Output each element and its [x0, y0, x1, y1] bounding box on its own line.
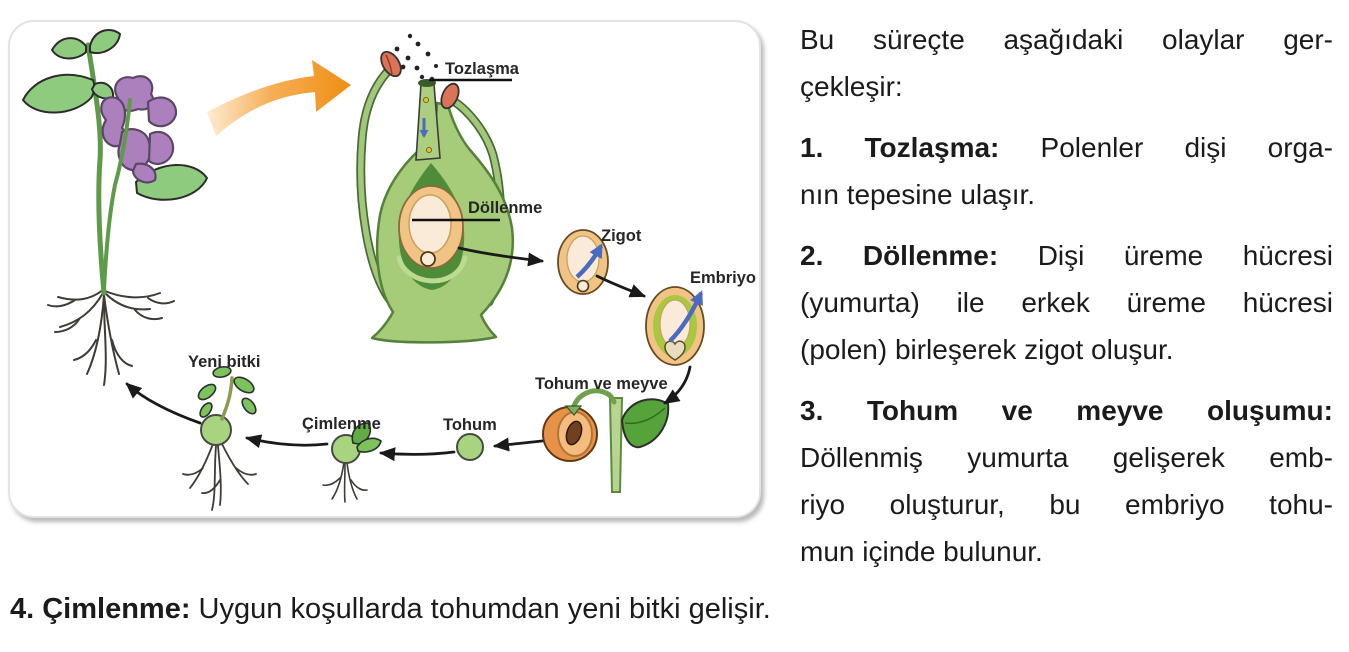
text-line: 3. Tohum ve meyve oluşumu:	[800, 395, 1333, 426]
paragraph: Bu süreçte aşağıdaki olaylar ger-çekleşi…	[800, 16, 1333, 110]
young-plant-roots	[182, 443, 257, 511]
cycle-arrows	[125, 246, 692, 462]
zygote-illustration	[557, 229, 609, 295]
cycle-arrow-zygote-to-embryo	[595, 274, 646, 298]
cycle-arrow-young-plant-to-plant	[125, 382, 202, 425]
text-line: riyo oluşturur, bu embriyo tohu-	[800, 489, 1333, 520]
embryo-illustration	[645, 286, 705, 366]
ovule-channel	[396, 255, 468, 284]
plant-flower-cluster	[100, 75, 178, 184]
text-line: 2. Döllenme: Dişi üreme hücresi	[800, 240, 1333, 271]
embryo-heart	[664, 340, 686, 361]
fruit-branch-stem	[608, 397, 624, 493]
young-plant-stem	[220, 376, 234, 421]
zoom-arrow-icon	[207, 60, 351, 136]
footer-text: Uygun koşullarda tohumdan yeni bitki gel…	[190, 593, 771, 625]
paragraph: 2. Döllenme: Dişi üreme hücresi (yumurta)…	[800, 232, 1333, 373]
text-line: Döllenmiş yumurta gelişerek emb-	[800, 442, 1333, 473]
fruit-stalk	[570, 388, 617, 412]
text-line: (polen) birleşerek zigot oluşur.	[800, 334, 1174, 365]
label-tozlasma: Tozlaşma	[445, 60, 520, 78]
ovule-nucleus	[420, 251, 436, 267]
plant-life-cycle-svg: Tozlaşma Döllenme Zigot Embriyo Tohum ve…	[22, 29, 756, 511]
label-dollenme: Döllenme	[468, 199, 542, 217]
text-line: mun içinde bulunur.	[800, 536, 1043, 567]
fruit-illustration	[542, 388, 670, 493]
footer-bold-lead: 4. Çimlenme:	[10, 593, 191, 625]
label-cimlenme: Çimlenme	[302, 415, 381, 433]
young-plant-illustration	[182, 365, 257, 511]
embryo-growth-arrow-icon	[668, 290, 704, 343]
footer-germination-sentence: 4. Çimlenme: Uygun koşullarda tohumdan y…	[10, 592, 1340, 626]
paragraph: 1. Tozlaşma: Polenler dişi orga-nın tepe…	[800, 124, 1333, 218]
mature-plant-illustration	[22, 29, 208, 386]
germination-illustration	[322, 422, 382, 503]
anther-groove	[385, 54, 393, 75]
fruit-leaf-vein	[624, 407, 666, 425]
label-tohum-ve-meyve: Tohum ve meyve	[535, 375, 668, 393]
cycle-arrow-germination-to-young-plant	[245, 434, 329, 449]
text-line: Bu süreçte aşağıdaki olaylar ger-	[800, 24, 1333, 55]
text-panel: Bu süreçte aşağıdaki olaylar ger-çekleşi…	[800, 16, 1333, 589]
zygote-growth-arrow-icon	[575, 243, 603, 279]
flower-cross-section-illustration	[356, 33, 515, 344]
germination-leaf-2	[356, 437, 382, 453]
germination-roots	[322, 461, 368, 503]
fruit-cap	[564, 405, 583, 416]
cycle-arrow-flower-to-zygote	[457, 246, 544, 267]
pollen-dots	[394, 33, 438, 82]
text-line: çekleşir:	[800, 71, 903, 102]
fruit-branch-leaf	[620, 398, 670, 449]
label-embriyo: Embriyo	[690, 269, 756, 287]
pollen-grain-in-style-2	[425, 146, 432, 153]
plant-leaves	[22, 29, 208, 201]
text-line: nın tepesine ulaşır.	[800, 179, 1036, 210]
anthers	[380, 50, 460, 110]
cycle-arrow-embryo-to-fruit	[663, 365, 692, 405]
cycle-arrow-seed-to-germination	[379, 447, 456, 462]
fruit-pit	[565, 420, 583, 446]
label-zigot: Zigot	[601, 227, 642, 245]
text-line: (yumurta) ile erkek üreme hücresi	[800, 287, 1333, 318]
paragraph: 3. Tohum ve meyve oluşumu: Döllenmiş yumu…	[800, 387, 1333, 575]
plant-life-cycle-diagram: Tozlaşma Döllenme Zigot Embriyo Tohum ve…	[8, 20, 761, 518]
seed-illustration	[456, 433, 484, 461]
plant-roots	[47, 289, 175, 386]
pollen-grain-in-style	[422, 97, 429, 104]
ovule-egg-cell	[408, 194, 452, 254]
young-plant-seed	[200, 414, 232, 446]
label-tohum: Tohum	[443, 416, 497, 434]
young-plant-leaves	[197, 365, 257, 418]
cycle-arrow-fruit-to-seed	[493, 437, 544, 452]
text-line: 1. Tozlaşma: Polenler dişi orga-	[800, 132, 1333, 163]
label-yeni-bitki: Yeni bitki	[188, 353, 260, 371]
flower-cluster-stem	[102, 98, 132, 292]
